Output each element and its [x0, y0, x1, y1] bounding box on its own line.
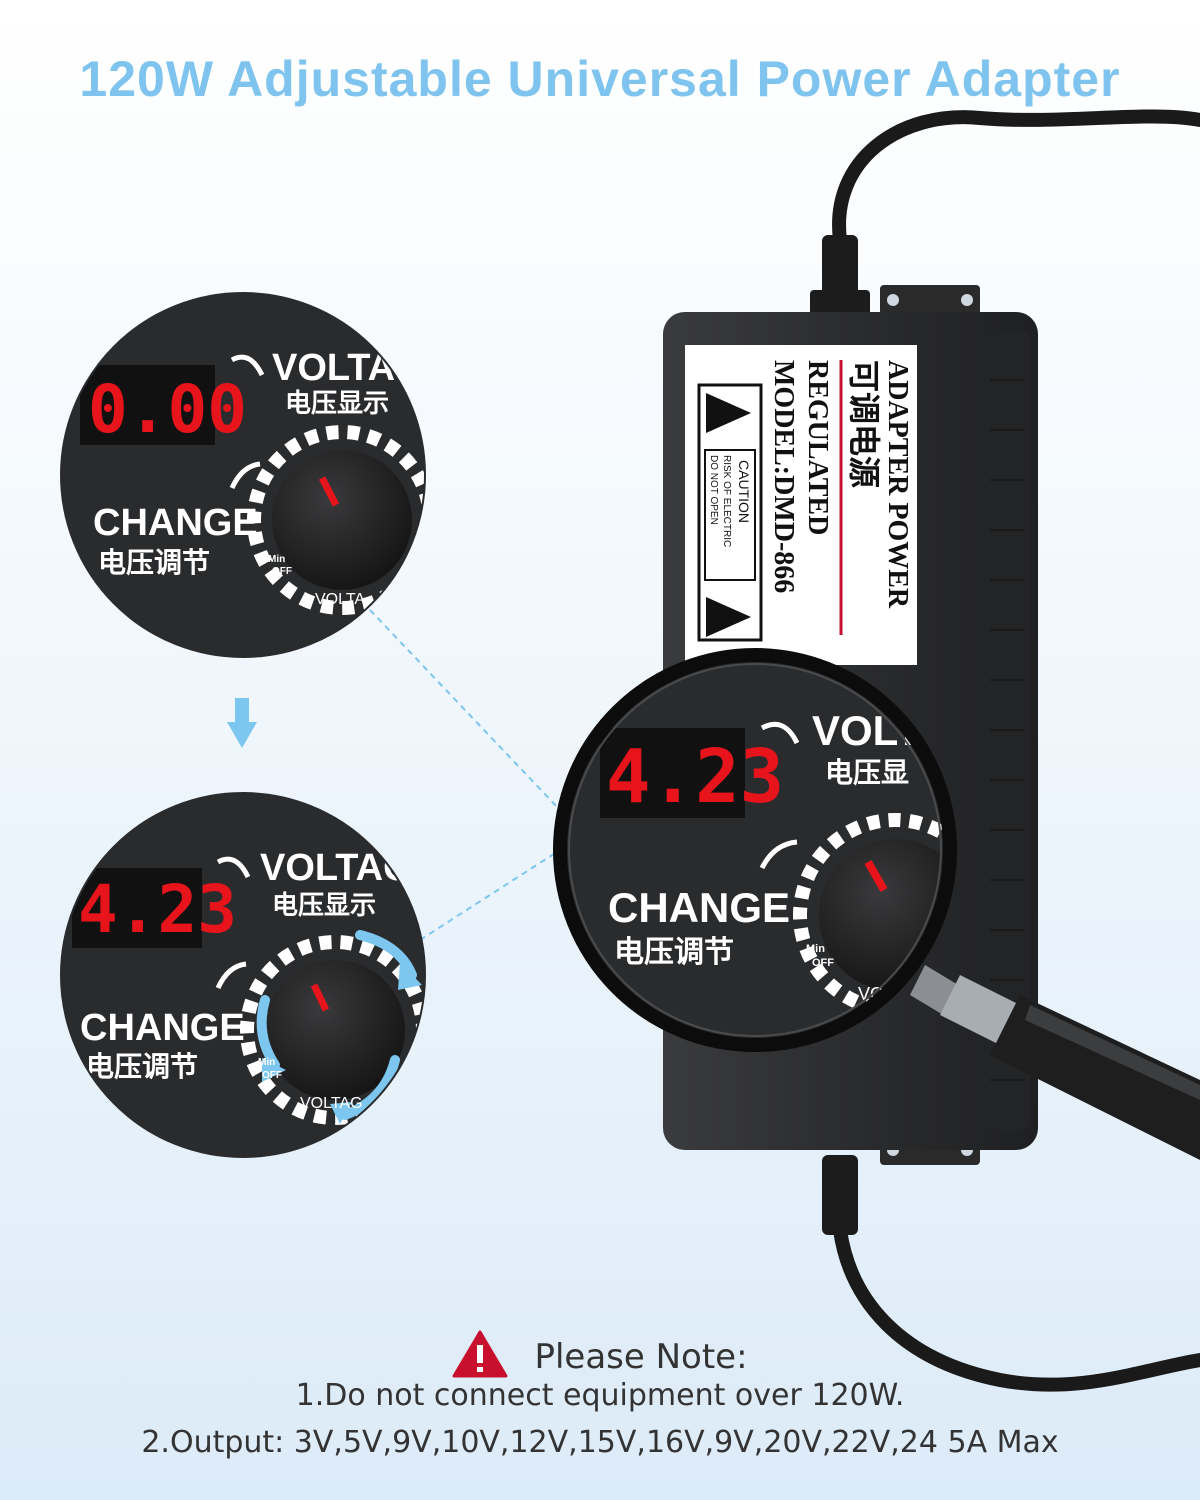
off-label-bottom: OFF	[262, 1070, 282, 1081]
change-label-top: CHANGE	[93, 502, 258, 544]
off-label-top: OFF	[272, 566, 292, 577]
off-label-magnified: OFF	[812, 957, 834, 969]
adapter-label: ADAPTER POWER 可调电源 REGULATED MODEL:DMD-8…	[697, 360, 913, 642]
voltage-display-magnified: 4.23	[606, 734, 784, 820]
voltage-display-bottom: 4.23	[78, 871, 237, 948]
magnifier-handle	[910, 965, 1200, 1160]
knob-label-bottom: VOLTAG	[300, 1095, 363, 1112]
change-cn-bottom: 电压调节	[86, 1050, 198, 1083]
connector-lines	[369, 609, 561, 941]
warning-icon	[452, 1330, 508, 1387]
caution-title: CAUTION	[736, 460, 752, 523]
label-line-cn: 可调电源	[845, 360, 883, 488]
voltage-knob-top	[272, 450, 412, 590]
zoom-circle-top: 0.00 VOLTAG 电压显示 CHANGE 电压调节 Min OFF VOL…	[61, 293, 425, 657]
note-line-2: 2.Output: 3V,5V,9V,10V,12V,15V,16V,9V,20…	[141, 1425, 1059, 1460]
label-line-3: REGULATED	[802, 360, 833, 535]
change-label-magnified: CHANGE	[608, 884, 790, 931]
change-cn-magnified: 电压调节	[614, 935, 734, 970]
label-line-4: MODEL:DMD-866	[768, 360, 799, 593]
voltage-knob-bottom	[265, 960, 405, 1100]
caution-line-1: RISK OF ELECTRIC	[721, 455, 732, 547]
change-label-bottom: CHANGE	[80, 1007, 245, 1049]
note-heading: Please Note:	[534, 1337, 748, 1377]
change-cn-top: 电压调节	[98, 546, 210, 579]
knob-label-top: VOLTA	[315, 591, 365, 608]
voltage-cn-magnified: 电压显	[825, 756, 909, 789]
min-label-bottom: Min	[258, 1057, 275, 1068]
voltage-cn-bottom: 电压显示	[272, 891, 376, 921]
note-line-1: 1.Do not connect equipment over 120W.	[295, 1378, 905, 1413]
caution-line-2: DO NOT OPEN	[708, 455, 719, 525]
warning-triangle-icon	[706, 393, 751, 637]
rotate-arrows-icon	[256, 930, 417, 1120]
power-cable-bottom	[822, 1155, 1200, 1392]
note-heading-row: Please Note:	[0, 1330, 1200, 1387]
min-label-top: Min	[268, 554, 285, 565]
arrow-down-icon	[227, 698, 257, 748]
page-title: 120W Adjustable Universal Power Adapter	[79, 51, 1121, 107]
power-cable-top	[810, 109, 1200, 320]
label-line-1: ADAPTER POWER	[882, 360, 913, 609]
voltage-label-top: VOLTAG	[272, 347, 425, 389]
zoom-circle-bottom: 4.23 VOLTAG 电压显示 CHANGE 电压调节 Min OFF VOL…	[61, 793, 425, 1157]
voltage-display-top: 0.00	[88, 371, 247, 448]
voltage-cn-top: 电压显示	[285, 389, 389, 419]
min-label-magnified: Min	[806, 943, 825, 955]
